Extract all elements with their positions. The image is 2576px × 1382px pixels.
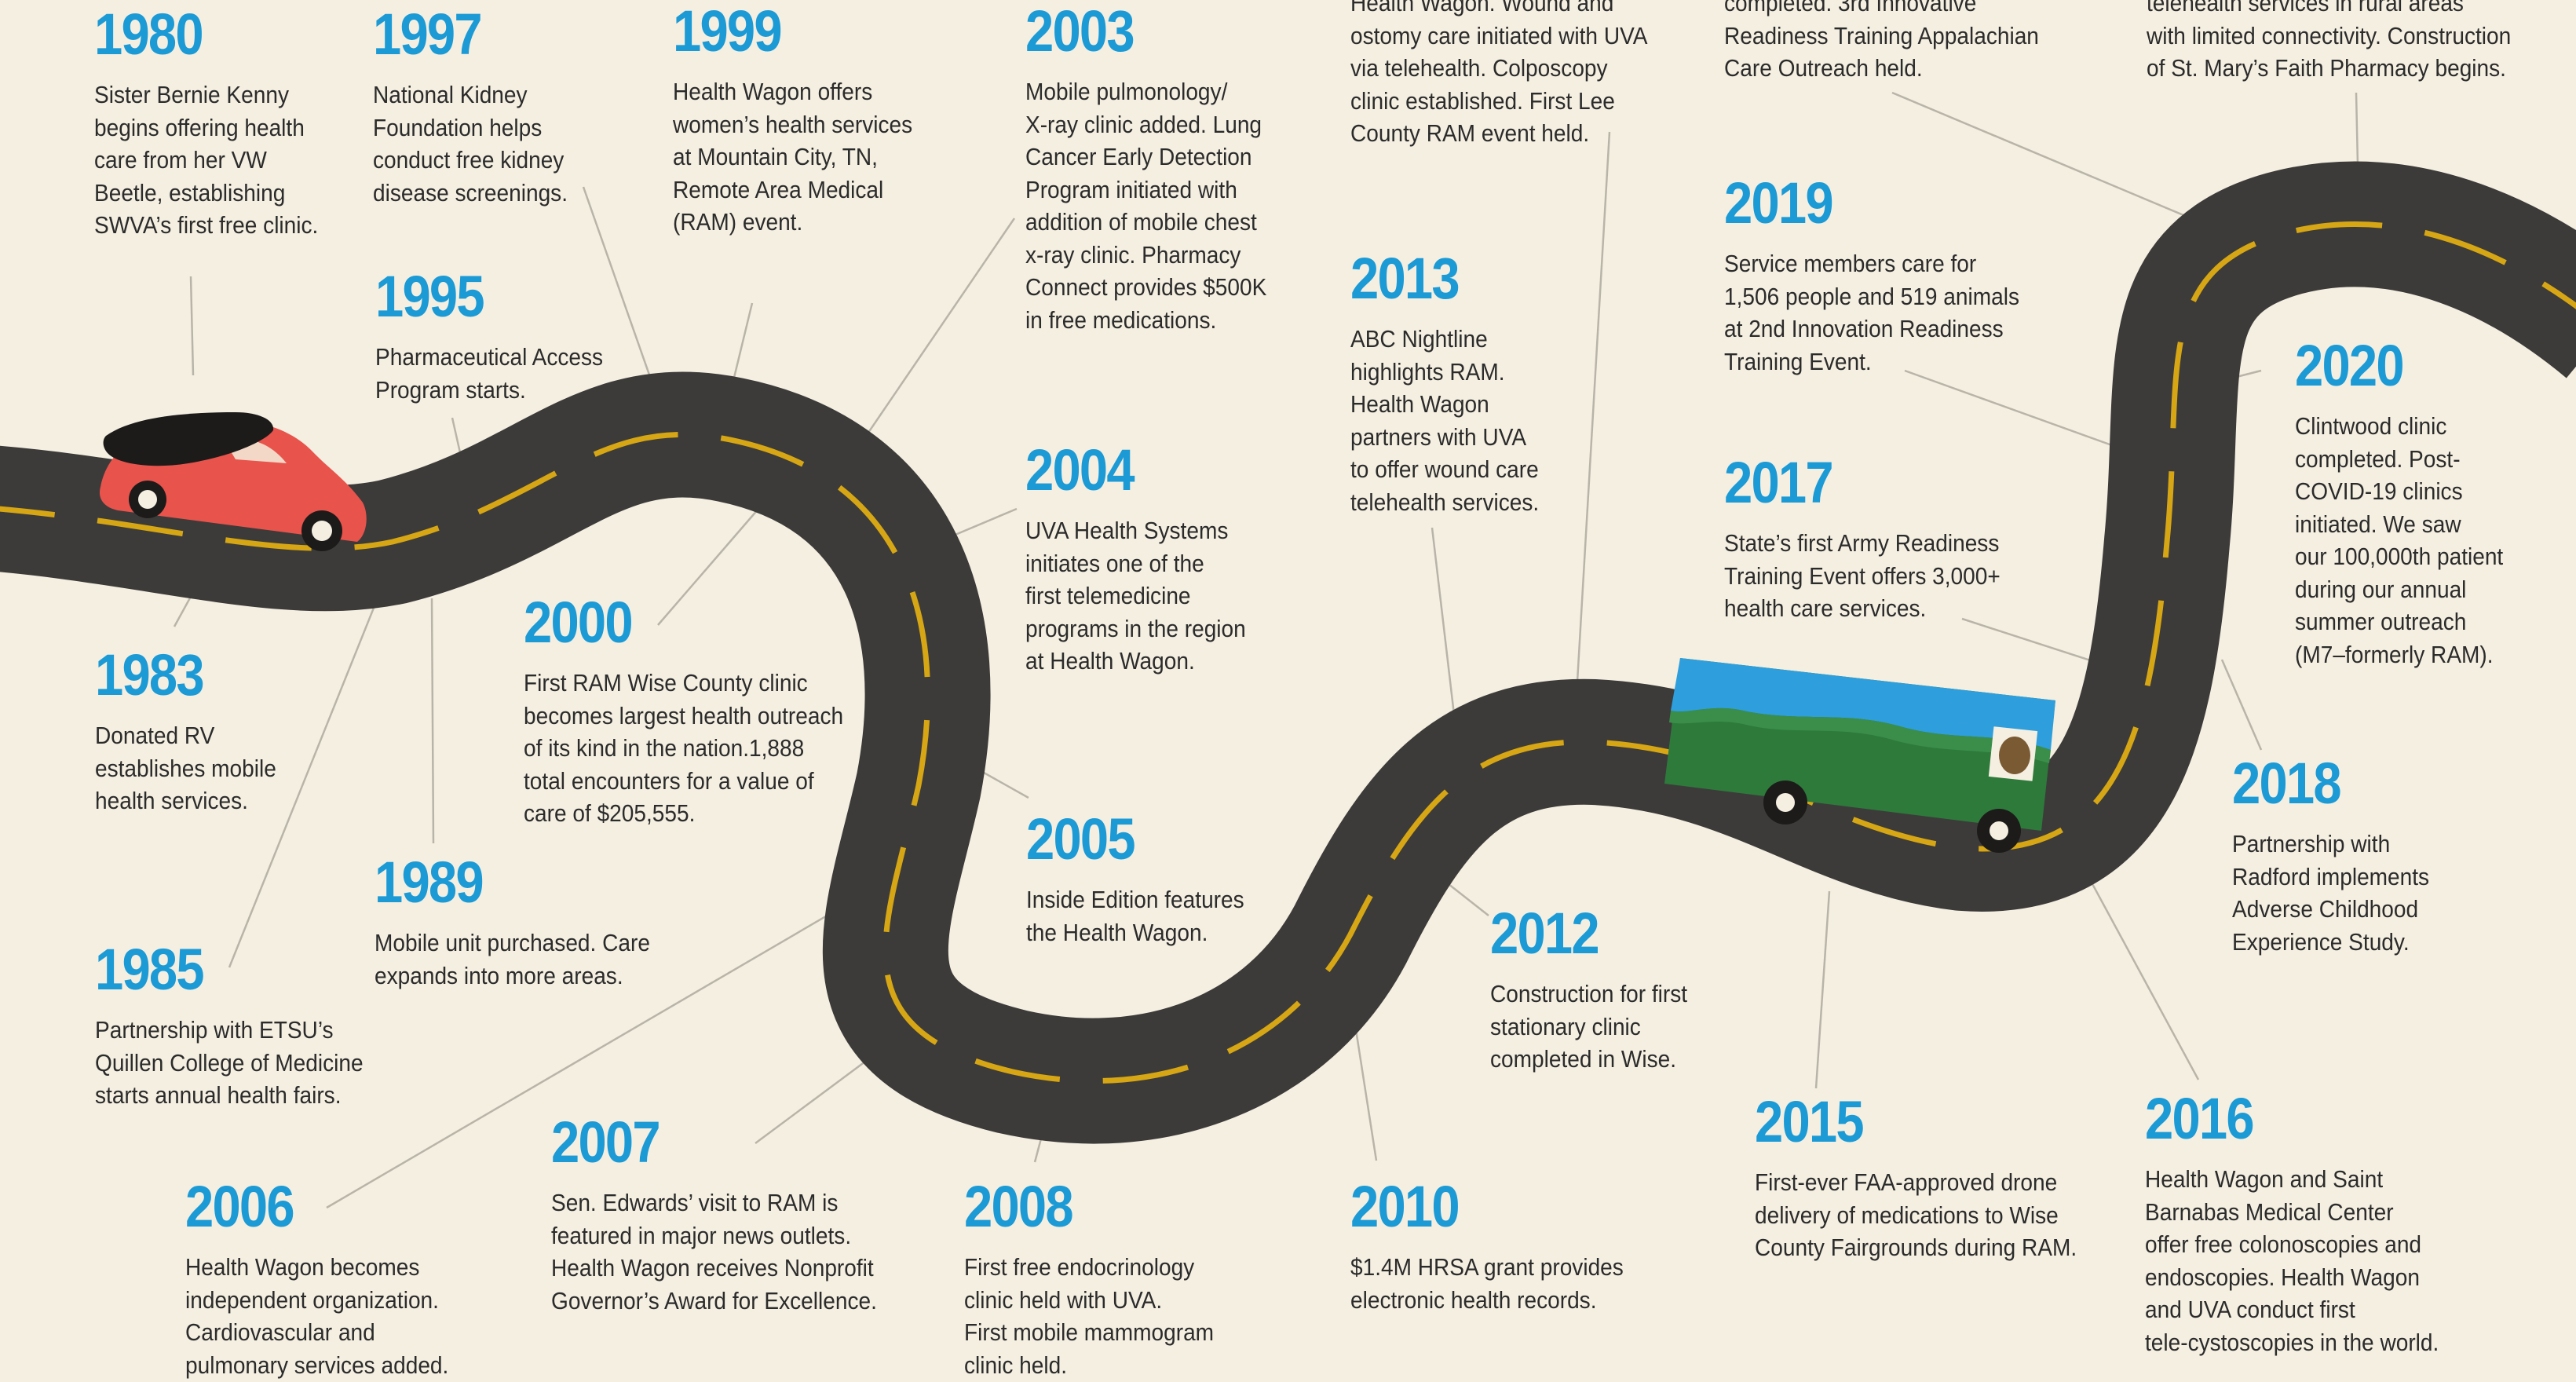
event-1985: 1985 Partnership with ETSU’s Quillen Col…: [95, 941, 386, 1113]
event-year: 1999: [673, 0, 783, 64]
event-2006: 2006 Health Wagon becomes independent or…: [185, 1178, 472, 1382]
event-year: 2012: [1490, 901, 1600, 966]
event-text: Inside Edition features the Health Wagon…: [1026, 887, 1244, 946]
event-year: 1980: [94, 2, 204, 67]
event-2010: 2010 $1.4M HRSA grant provides electroni…: [1350, 1178, 1647, 1317]
event-text: telehealth services in rural areas with …: [2147, 0, 2512, 82]
event-1995: 1995 Pharmaceutical Access Program start…: [375, 268, 623, 407]
event-text: Health Wagon becomes independent organiz…: [185, 1254, 449, 1379]
leader-lines: [173, 91, 2359, 1209]
event-2018: 2018 Partnership with Radford implements…: [2232, 755, 2446, 959]
event-2008: 2008 First free endocrinology clinic hel…: [964, 1178, 1236, 1382]
event-1989: 1989 Mobile unit purchased. Care expands…: [375, 854, 674, 993]
event-text: completed. 3rd Innovative Readiness Trai…: [1724, 0, 2039, 82]
event-text: Health Wagon. Wound and ostomy care init…: [1350, 0, 1648, 147]
event-text: First RAM Wise County clinic becomes lar…: [524, 670, 844, 827]
event-text: UVA Health Systems initiates one of the …: [1025, 517, 1246, 675]
event-text: Mobile pulmonology/ X-ray clinic added. …: [1025, 79, 1267, 334]
event-2004: 2004 UVA Health Systems initiates one of…: [1025, 441, 1265, 678]
event-text: Partnership with Radford implements Adve…: [2232, 831, 2430, 956]
event-year: 2018: [2232, 751, 2342, 816]
event-text: Pharmaceutical Access Program starts.: [375, 344, 604, 404]
event-year: 1989: [375, 850, 484, 915]
event-text: Sister Bernie Kenny begins offering heal…: [94, 82, 319, 239]
event-1999: 1999 Health Wagon offers women’s health …: [673, 2, 934, 239]
event-year: 2017: [1724, 450, 1834, 515]
event-year: 1985: [95, 937, 205, 1002]
event-text: $1.4M HRSA grant provides electronic hea…: [1350, 1254, 1624, 1314]
event-2012: 2012 Construction for first stationary c…: [1490, 905, 1705, 1077]
event-year: 2005: [1026, 806, 1136, 872]
event-text: Partnership with ETSU’s Quillen College …: [95, 1017, 364, 1109]
red-beetle-car-icon: [99, 412, 367, 551]
event-year: 2020: [2295, 333, 2405, 398]
event-2003: 2003 Mobile pulmonology/ X-ray clinic ad…: [1025, 2, 1288, 337]
event-text: First free endocrinology clinic held wit…: [964, 1254, 1215, 1379]
event-text: Health Wagon offers women’s health servi…: [673, 79, 913, 236]
event-text: National Kidney Foundation helps conduct…: [373, 82, 568, 207]
event-year: 2008: [964, 1174, 1074, 1239]
event-year: 2003: [1025, 0, 1135, 64]
event-year: 2006: [185, 1174, 295, 1239]
event-year: 1995: [375, 264, 485, 329]
event-2016: 2016 Health Wagon and Saint Barnabas Med…: [2145, 1090, 2465, 1359]
event-year: 2010: [1350, 1174, 1460, 1239]
event-year: 1983: [95, 642, 205, 707]
event-1997: 1997 National Kidney Foundation helps co…: [373, 5, 585, 210]
event-1980: 1980 Sister Bernie Kenny begins offering…: [94, 5, 338, 243]
road-center-dashes: [0, 221, 2576, 1084]
winding-road: [0, 161, 2576, 1144]
event-text: Service members care for 1,506 people an…: [1724, 250, 2019, 375]
event-1983: 1983 Donated RV establishes mobile healt…: [95, 646, 292, 818]
event-2020: 2020 Clintwood clinic completed. Post- C…: [2295, 337, 2521, 671]
event-text: Health Wagon and Saint Barnabas Medical …: [2145, 1166, 2439, 1356]
event-text: Sen. Edwards’ visit to RAM is featured i…: [551, 1190, 877, 1314]
event-2007: 2007 Sen. Edwards’ visit to RAM is featu…: [551, 1113, 905, 1318]
event-text: State’s first Army Readiness Training Ev…: [1724, 530, 2001, 622]
event-text: ABC Nightline highlights RAM. Health Wag…: [1350, 326, 1540, 516]
event-year: 2007: [551, 1110, 661, 1175]
event-year: 2019: [1724, 170, 1834, 236]
event-2005: 2005 Inside Edition features the Health …: [1026, 810, 1263, 949]
event-text: Donated RV establishes mobile health ser…: [95, 722, 276, 814]
event-text: First-ever FAA-approved drone delivery o…: [1755, 1169, 2077, 1261]
event-2021-partial: completed. 3rd Innovative Readiness Trai…: [1724, 0, 2066, 86]
event-2013: 2013 ABC Nightline highlights RAM. Healt…: [1350, 250, 1555, 519]
health-wagon-bus-icon: [1664, 658, 2055, 853]
event-2017: 2017 State’s first Army Readiness Traini…: [1724, 454, 2024, 626]
event-year: 2000: [524, 590, 634, 655]
event-text: Construction for first stationary clinic…: [1490, 981, 1688, 1073]
event-2014-partial: Health Wagon. Wound and ostomy care init…: [1350, 0, 1673, 151]
event-text: Mobile unit purchased. Care expands into…: [375, 930, 650, 989]
event-year: 2015: [1755, 1089, 1865, 1154]
event-2022-partial: telehealth services in rural areas with …: [2147, 0, 2543, 86]
event-2015: 2015 First-ever FAA-approved drone deliv…: [1755, 1093, 2105, 1265]
event-year: 2004: [1025, 437, 1135, 503]
event-2019: 2019 Service members care for 1,506 peop…: [1724, 174, 2045, 378]
event-year: 1997: [373, 2, 483, 67]
event-year: 2016: [2145, 1086, 2255, 1151]
event-2000: 2000 First RAM Wise County clinic become…: [524, 594, 871, 831]
event-text: Clintwood clinic completed. Post- COVID-…: [2295, 413, 2504, 668]
event-year: 2013: [1350, 246, 1460, 311]
